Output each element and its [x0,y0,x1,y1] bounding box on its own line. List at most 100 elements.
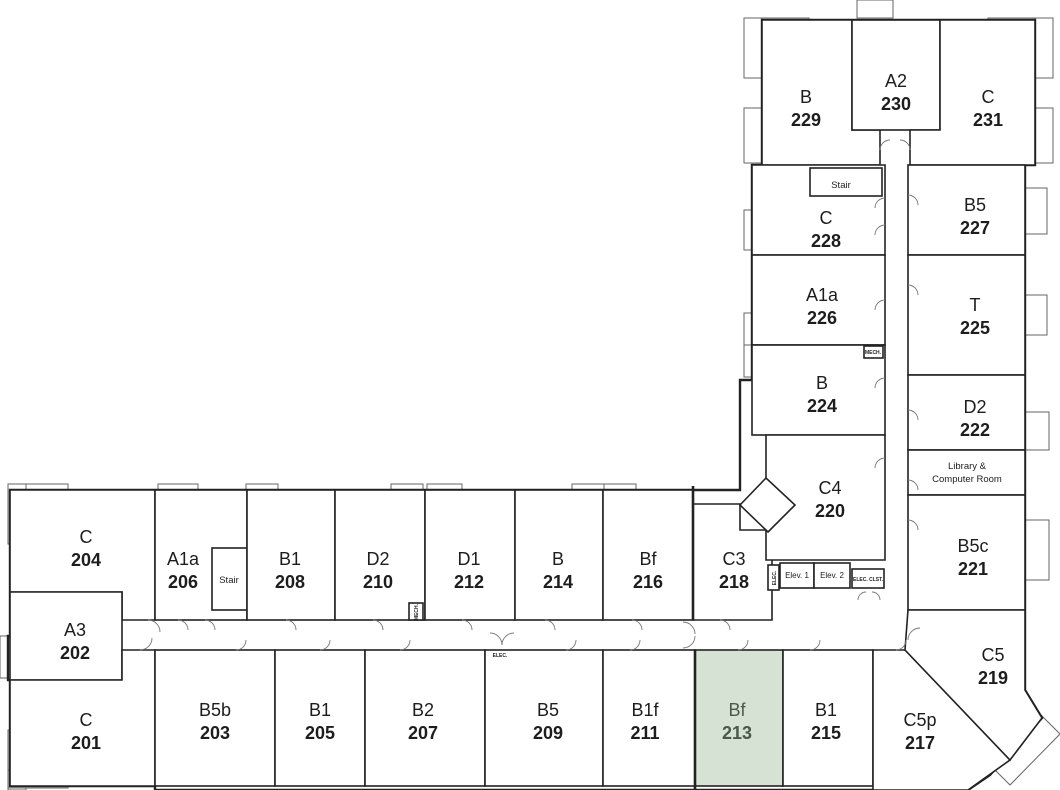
unit-221-number: 221 [958,559,988,579]
unit-213-number: 213 [722,723,752,743]
unit-227[interactable]: T 225 [960,295,990,338]
unit-225[interactable]: D2 222 [960,397,990,440]
unit-206-number: 206 [168,572,198,592]
elev-1-label: Elev. 1 [785,571,809,580]
unit-217[interactable]: C5p 217 [903,710,936,753]
unit-215[interactable]: B1 215 [811,700,841,743]
unit-214-type: B [552,549,564,569]
unit-225-type: D2 [963,397,986,417]
unit-214[interactable]: B 214 [543,549,573,592]
unit-225-room [907,374,1026,451]
unit-231[interactable]: C 231 [973,87,1003,130]
unit-206[interactable]: A1a 206 [167,549,200,592]
unit-212[interactable]: D1 212 [454,549,484,592]
unit-214-number: 214 [543,572,573,592]
library-label-line1: Library & [948,461,987,472]
unit-218[interactable]: C3 218 [719,549,749,592]
library-room [907,449,1026,496]
unit-203[interactable]: B5b 203 [199,700,231,743]
unit-229-type: B5 [964,195,986,215]
unit-222-type: B [816,373,828,393]
unit-226-type: C [820,208,833,228]
elec-corridor-label: ELEC. [493,653,508,659]
unit-201-type: C [80,710,93,730]
stair-north [809,167,883,197]
unit-230-type: A2 [885,71,907,91]
elec-clst-label: ELEC. CLST. [853,577,884,583]
unit-207[interactable]: B2 207 [408,700,438,743]
unit-210-room [334,489,426,621]
unit-229-room [907,164,1026,256]
unit-207-type: B2 [412,700,434,720]
unit-205[interactable]: B1 205 [305,700,335,743]
unit-221-type: B5c [957,536,988,556]
elev-1 [779,562,815,589]
unit-224-number: 226 [807,308,837,328]
unit-228-type: B [800,87,812,107]
unit-229-number: 227 [960,218,990,238]
unit-222[interactable]: B 224 [807,373,837,416]
stair-north-label: Stair [831,180,851,191]
unit-206-type: A1a [167,549,200,569]
unit-211-room [602,649,696,787]
unit-227-room [907,254,1026,376]
unit-204-number: 204 [71,550,101,570]
unit-208[interactable]: B1 208 [275,549,305,592]
unit-219[interactable]: C5 219 [978,645,1008,688]
unit-228[interactable]: B 229 [791,87,821,130]
unit-210-type: D2 [366,549,389,569]
elev-2-label: Elev. 2 [820,571,844,580]
unit-204-type: C [80,527,93,547]
unit-202[interactable]: A3 202 [60,620,90,663]
unit-226[interactable]: C 228 [811,208,841,251]
unit-202-type: A3 [64,620,86,640]
unit-228-number: 229 [791,110,821,130]
unit-215-room [782,649,874,787]
unit-221-room [907,494,1026,611]
unit-224[interactable]: A1a 226 [806,285,839,328]
unit-202-number: 202 [60,643,90,663]
unit-209-room [484,649,604,787]
unit-209-type: B5 [537,700,559,720]
unit-230[interactable]: A2 230 [881,71,911,114]
unit-211-number: 211 [630,723,659,743]
unit-231-number: 231 [973,110,1003,130]
unit-201-number: 201 [71,733,101,753]
unit-211[interactable]: B1f 211 [630,700,659,743]
unit-213-type: Bf [728,700,746,720]
stair-west-label: Stair [219,575,239,586]
unit-219-number: 219 [978,668,1008,688]
unit-210-number: 210 [363,572,393,592]
unit-229[interactable]: B5 227 [960,195,990,238]
unit-224-room [751,254,886,346]
unit-227-number: 225 [960,318,990,338]
unit-230-room [851,19,941,131]
unit-231-type: C [982,87,995,107]
unit-213[interactable]: Bf 213 [722,700,752,743]
unit-224-type: A1a [806,285,839,305]
unit-labels: B 229 A2 230 C 231 C 228 B5 227 A1a 226 … [60,71,1008,753]
unit-218-type: C3 [722,549,745,569]
unit-222-number: 224 [807,396,837,416]
unit-220[interactable]: C4 220 [815,478,845,521]
unit-216-type: Bf [639,549,657,569]
unit-212-number: 212 [454,572,484,592]
unit-201[interactable]: C 201 [71,710,101,753]
unit-203-room [154,649,276,787]
unit-221[interactable]: B5c 221 [957,536,988,579]
unit-208-type: B1 [279,549,301,569]
common-area-labels: Stair Stair Library & Computer Room Elev… [219,180,1002,659]
south-wing-south-rooms [9,591,1012,790]
unit-216[interactable]: Bf 216 [633,549,663,592]
unit-225-number: 222 [960,420,990,440]
unit-204[interactable]: C 204 [71,527,101,570]
unit-212-room [424,489,516,621]
unit-205-number: 205 [305,723,335,743]
elec-218-label: ELEC. [772,570,778,585]
unit-207-number: 207 [408,723,438,743]
unit-209[interactable]: B5 209 [533,700,563,743]
unit-210[interactable]: D2 210 [363,549,393,592]
elev-2 [813,562,851,589]
mech-east-label: MECH. [865,350,882,356]
